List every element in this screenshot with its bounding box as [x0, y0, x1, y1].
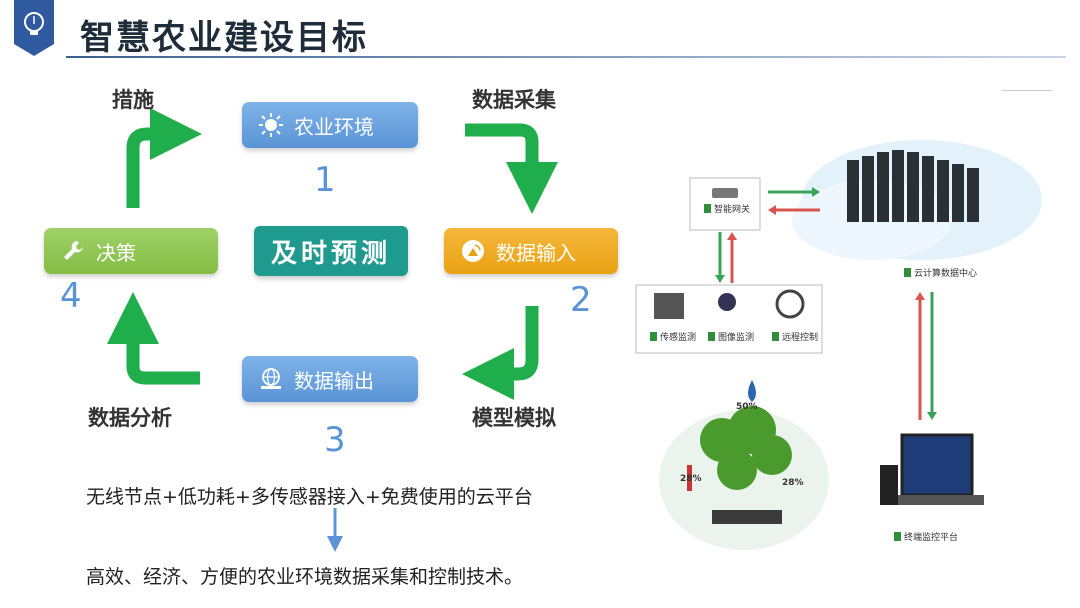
- cloud-terminal-arrows: [915, 292, 937, 420]
- step-data-output-label: 数据输出: [294, 368, 374, 393]
- remote-tag: 远程控制: [772, 330, 818, 343]
- step-decision-label: 决策: [96, 240, 136, 265]
- camera-icon: [718, 293, 736, 311]
- water-drop-icon: [748, 380, 756, 402]
- plant-icon: [700, 406, 792, 490]
- wrench-icon: [58, 236, 88, 266]
- pct-left: 28%: [680, 474, 702, 484]
- gateway-device-arrows: [715, 232, 737, 283]
- transition-analyze: 数据分析: [88, 406, 172, 430]
- step-data-input-label: 数据输入: [496, 240, 576, 265]
- image-tag: 图像监测: [708, 330, 754, 343]
- arrow-model: [462, 306, 539, 400]
- thermometer-icon: [687, 465, 692, 491]
- center-label: 及时预测: [254, 226, 408, 276]
- page-title: 智慧农业建设目标: [80, 18, 368, 58]
- diagram-graphics: [635, 90, 1052, 550]
- arrow-collect: [465, 123, 558, 214]
- pct-top: 50%: [736, 402, 758, 412]
- step-number-4: 4: [60, 276, 82, 316]
- cycle-arrows: [107, 108, 558, 552]
- summary-line-1: 无线节点+低功耗+多传感器接入+免费使用的云平台: [86, 486, 533, 508]
- iot-architecture-diagram: 智能网关 云计算数据中心 传感监测 图像监测 远程控制 终端监控平台 50% 2…: [632, 90, 1052, 560]
- step-number-1: 1: [314, 160, 336, 200]
- gateway-frame: [689, 177, 761, 231]
- step-environment-label: 农业环境: [294, 114, 374, 139]
- remote-control-icon: [775, 289, 805, 319]
- step-decision: 决策: [44, 228, 218, 274]
- globe-laptop-icon: [256, 364, 286, 394]
- summary-line-2: 高效、经济、方便的农业环境数据采集和控制技术。: [86, 566, 524, 588]
- cloud-tag: 云计算数据中心: [904, 266, 977, 279]
- title-divider: [66, 56, 1066, 58]
- sensor-tag: 传感监测: [650, 330, 696, 343]
- antenna-icon: [458, 236, 488, 266]
- soil-icon: [712, 510, 782, 524]
- pct-right: 28%: [782, 478, 804, 488]
- sensor-icon: [654, 293, 684, 319]
- transition-model: 模型模拟: [472, 406, 556, 430]
- gateway-cloud-arrows: [768, 187, 820, 215]
- step-environment: 农业环境: [242, 102, 418, 148]
- arrow-measure: [126, 108, 202, 208]
- lightbulb-icon: [24, 12, 44, 35]
- router-icon: [712, 188, 738, 198]
- sun-icon: [256, 110, 286, 140]
- step-data-input: 数据输入: [444, 228, 618, 274]
- transition-collect: 数据采集: [472, 88, 556, 112]
- step-data-output: 数据输出: [242, 356, 418, 402]
- transition-measure: 措施: [112, 88, 154, 112]
- step-number-2: 2: [570, 280, 592, 320]
- server-rack-icon: [847, 150, 979, 222]
- computer-monitor-icon: [880, 433, 984, 505]
- gateway-tag: 智能网关: [704, 202, 750, 215]
- header-badge: [14, 0, 54, 56]
- arrow-analyze: [107, 292, 200, 385]
- step-number-3: 3: [324, 420, 346, 460]
- terminal-tag: 终端监控平台: [894, 530, 958, 543]
- summary-down-arrow: [327, 508, 343, 552]
